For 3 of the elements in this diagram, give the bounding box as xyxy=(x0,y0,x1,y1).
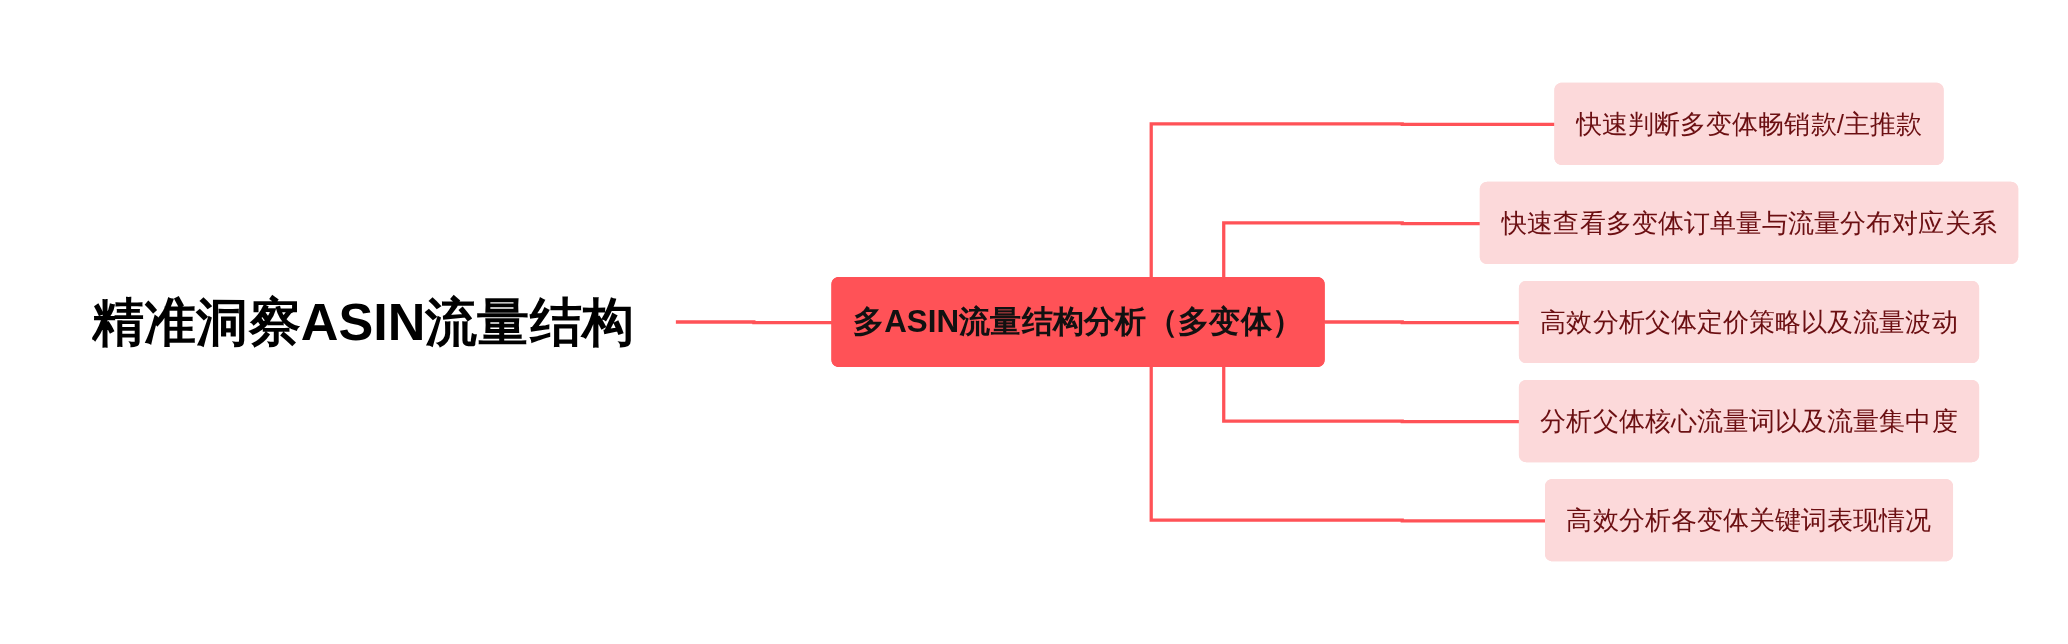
connector xyxy=(674,320,833,325)
node-text: 精准洞察ASIN流量结构 xyxy=(92,293,634,351)
connector xyxy=(1149,122,1556,279)
